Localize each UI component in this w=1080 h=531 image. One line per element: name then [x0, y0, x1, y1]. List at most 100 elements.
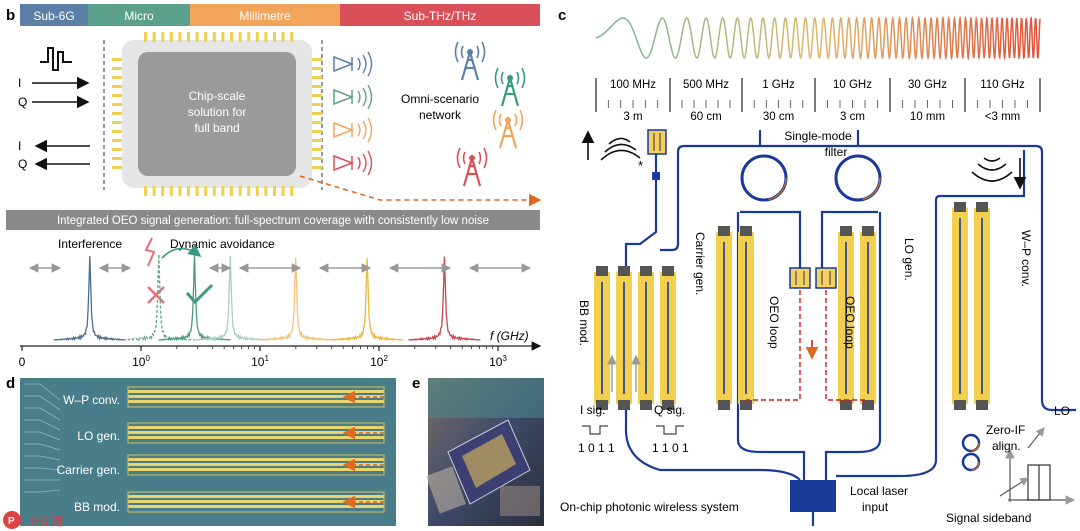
photo-d-label: BB mod. — [74, 500, 120, 514]
oeo-loop-label: OEO loop — [767, 296, 781, 349]
waveguide — [660, 152, 680, 252]
axis-label: f (GHz) — [490, 329, 529, 343]
chip-pin — [112, 157, 122, 160]
link-arrow — [299, 175, 542, 207]
scale-freq-label: 110 GHz — [980, 79, 1025, 91]
scale-wave-label: 10 mm — [910, 111, 945, 123]
interference-label: Interference — [58, 237, 122, 251]
tower-icon — [494, 67, 526, 107]
photo-electrode — [128, 431, 384, 434]
chip-pin — [255, 186, 259, 196]
chip-pin — [112, 130, 122, 133]
scale-freq-label: 10 GHz — [833, 79, 872, 91]
chip-pin — [112, 121, 122, 124]
laser-label: input — [862, 500, 889, 514]
chip-pin — [264, 32, 268, 42]
chip-pin — [178, 186, 182, 196]
chip-pin — [312, 94, 322, 97]
chip-pin — [312, 157, 322, 160]
photodetector — [815, 267, 837, 289]
network-label: Omni-scenario — [401, 92, 479, 106]
local-laser — [790, 480, 836, 512]
electrode-pad — [718, 400, 730, 410]
svg-text:P: P — [8, 516, 15, 527]
chip-pin — [204, 32, 208, 42]
antenna-icon — [333, 150, 373, 176]
chip-pin — [281, 186, 285, 196]
chip-pin — [152, 32, 156, 42]
lightning-icon — [144, 237, 156, 267]
sideband-label: Signal sideband — [946, 511, 1031, 525]
panel-label-d: d — [6, 375, 15, 392]
network-label: network — [419, 108, 462, 122]
panel-label-e: e — [412, 375, 420, 392]
electrode-pad — [862, 400, 874, 410]
emitter — [647, 129, 667, 155]
chip-die — [138, 52, 296, 176]
i-signal-icon — [582, 425, 608, 435]
band-label: Millimetre — [239, 9, 291, 23]
chip-pin — [312, 148, 322, 151]
x-tick-label: 103 — [489, 354, 507, 369]
photo-electrode — [128, 468, 384, 471]
electrode-pad — [718, 226, 730, 236]
chip-pin — [255, 32, 259, 42]
chip-pin — [112, 67, 122, 70]
chip-pin — [212, 186, 216, 196]
electrode-pad — [840, 226, 852, 236]
band-label: Sub-THz/THz — [404, 9, 477, 23]
antenna-array — [333, 51, 373, 176]
q-sig-label: Q sig. — [654, 403, 685, 417]
chip-pins — [112, 32, 322, 196]
band-thz — [340, 4, 540, 26]
avoidance-arrow — [161, 244, 202, 259]
photo-electrode — [128, 400, 384, 403]
waveguide — [736, 212, 806, 480]
electrode-pad — [618, 266, 630, 276]
band-bar: Sub-6G Micro Millimetre Sub-THz/THz — [20, 4, 540, 26]
electrode-pad — [640, 266, 652, 276]
spectrum-plot: Interference Dynamic avoidance f (GHz) 0… — [19, 237, 542, 369]
photo-electrode — [128, 458, 384, 461]
tower-icon — [492, 109, 524, 149]
chip-pin — [112, 112, 122, 115]
banner-box — [6, 210, 540, 230]
band-micro — [88, 4, 190, 26]
chip-pin — [247, 32, 251, 42]
chip-pin — [112, 85, 122, 88]
watermark: P 中文网 — [3, 511, 62, 529]
scale-freq-label: 100 MHz — [610, 79, 656, 91]
spectrum-peak — [158, 254, 231, 342]
electrode-pad — [740, 226, 752, 236]
chip-pin — [112, 94, 122, 97]
chip-pin — [161, 32, 165, 42]
scale-freq-label: 30 GHz — [908, 79, 947, 91]
chip-pin — [112, 148, 122, 151]
banner-text: Integrated OEO signal generation: full-s… — [57, 215, 489, 227]
filter-label: filter — [825, 145, 848, 159]
chip-pin — [112, 58, 122, 61]
chip-pin — [112, 166, 122, 169]
chip-text-line: solution for — [188, 105, 247, 119]
cross-icon — [147, 286, 165, 304]
chip-pin — [312, 130, 322, 133]
electrode-pad — [618, 400, 630, 410]
pulse-icon — [40, 47, 72, 71]
photo-electrode — [128, 500, 384, 503]
oeo-loop-path — [825, 290, 868, 401]
electrode-pad — [976, 202, 988, 212]
electrode-pad — [640, 400, 652, 410]
q-signal-icon — [656, 425, 684, 435]
electrode-pad — [954, 202, 966, 212]
photonic-circuit: * Single-mode — [560, 129, 1076, 526]
chip-pin — [112, 139, 122, 142]
chip-pin — [273, 186, 276, 196]
waveguide — [824, 212, 882, 480]
band-label: Micro — [124, 9, 154, 23]
panel-label-c: c — [558, 7, 566, 24]
chip-pin — [247, 186, 251, 196]
lo-gen-label: LO gen. — [902, 238, 916, 281]
emitter-pad — [652, 172, 660, 180]
lo-label: LO — [1054, 404, 1070, 418]
